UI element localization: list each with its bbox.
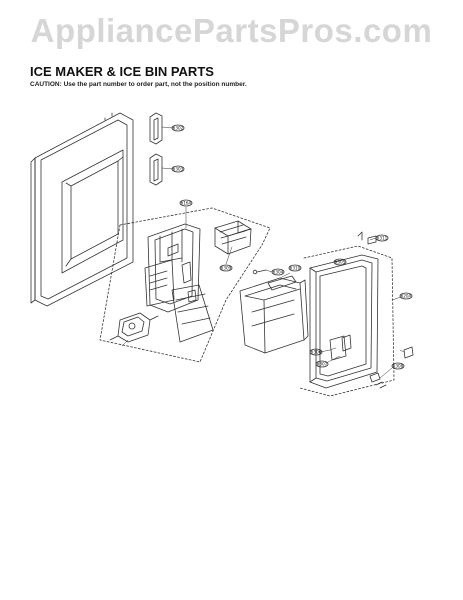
callout-6303: 6303 — [171, 165, 185, 173]
door-hardware — [357, 231, 414, 389]
ice-maker-unit — [214, 220, 252, 255]
caution-note: CAUTION: Use the part number to order pa… — [30, 81, 247, 88]
callout-620A: 620A — [399, 292, 413, 300]
ice-maker-frame — [144, 223, 214, 343]
svg-text:620A: 620A — [401, 294, 412, 299]
svg-text:6307: 6307 — [317, 362, 328, 367]
ice-bin-door — [309, 254, 379, 389]
svg-text:6309: 6309 — [221, 266, 232, 271]
callout-6307: 6307 — [315, 360, 329, 368]
callout-6308: 6308 — [391, 362, 405, 370]
door-liner — [30, 112, 134, 307]
svg-text:6308: 6308 — [393, 364, 404, 369]
svg-text:6302: 6302 — [173, 126, 184, 131]
screw-part — [252, 269, 267, 275]
callout-6306: 6306 — [309, 348, 323, 356]
callout-616A: 616A — [179, 199, 193, 207]
callout-6302: 6302 — [171, 124, 185, 132]
svg-text:6306: 6306 — [311, 350, 322, 355]
leader-lines — [121, 126, 405, 379]
svg-text:6310: 6310 — [290, 266, 301, 271]
door-assembly-boundary — [299, 245, 395, 397]
site-watermark: AppliancePartsPros.com — [30, 12, 433, 49]
housing-boundary — [99, 207, 271, 363]
auger-bracket-part — [109, 312, 159, 343]
ice-bucket — [239, 275, 309, 354]
svg-text:6304: 6304 — [273, 270, 284, 275]
callout-6304: 6304 — [271, 268, 285, 276]
diagram-title: ICE MAKER & ICE BIN PARTS — [30, 64, 214, 79]
callout-6309: 6309 — [219, 264, 233, 272]
callout-6311: 6311 — [375, 234, 389, 242]
svg-text:616A: 616A — [181, 201, 192, 206]
svg-text:6311: 6311 — [377, 236, 388, 241]
door-handle-grip-upper — [149, 112, 163, 145]
callout-6305: 6305 — [333, 258, 347, 266]
svg-text:6305: 6305 — [335, 260, 346, 265]
door-handle-grip-lower — [149, 153, 163, 186]
callout-6310: 6310 — [288, 264, 302, 272]
svg-text:6303: 6303 — [173, 167, 184, 172]
